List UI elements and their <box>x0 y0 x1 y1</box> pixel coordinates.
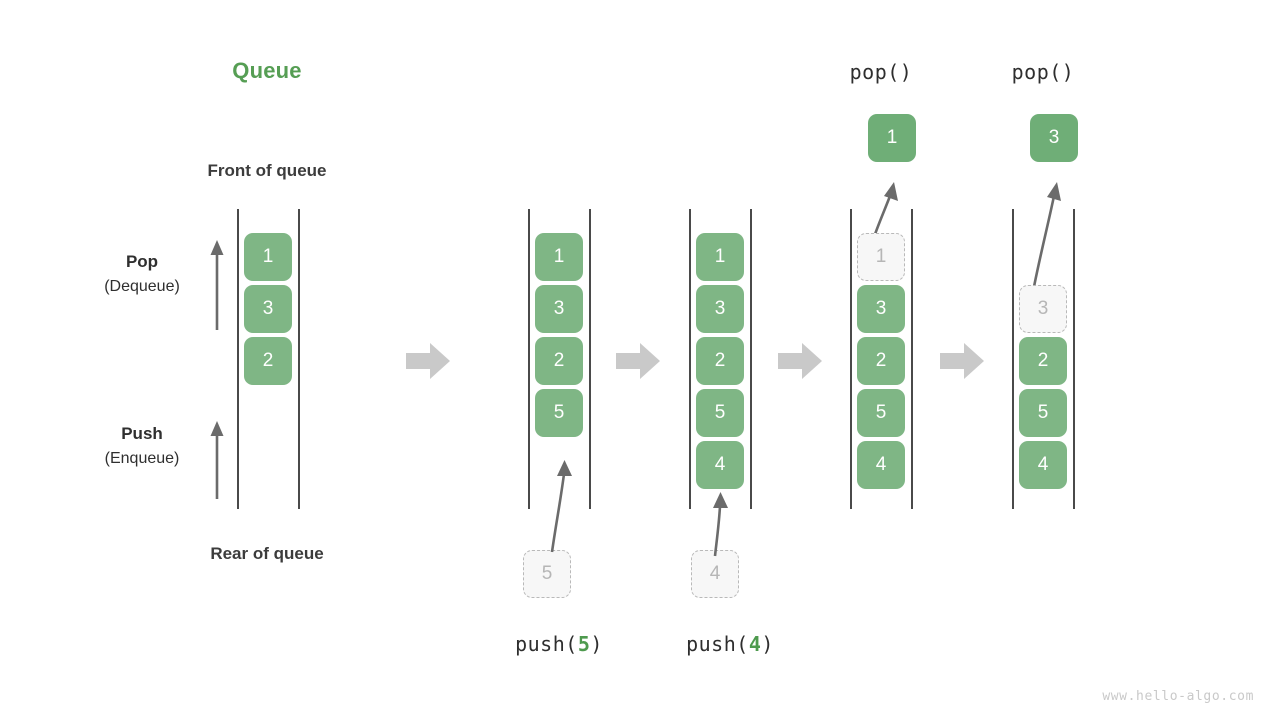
queue-cell[interactable]: 2 <box>535 337 583 385</box>
incoming-element-ghost[interactable]: 5 <box>523 550 571 598</box>
push-4-caption: push(4) <box>650 632 810 656</box>
push-arrow-icon <box>713 492 728 557</box>
queue-cell[interactable]: 4 <box>857 441 905 489</box>
queue-rail-left <box>850 209 852 509</box>
popped-element[interactable]: 1 <box>868 114 916 162</box>
step-arrow-2-icon <box>616 343 660 379</box>
incoming-element-ghost[interactable]: 4 <box>691 550 739 598</box>
push-5-caption: push(5) <box>479 632 639 656</box>
queue-cell[interactable]: 4 <box>696 441 744 489</box>
queue-rail-left <box>689 209 691 509</box>
push-direction-arrow-icon <box>210 421 224 499</box>
queue-rail-right <box>750 209 752 509</box>
queue-cell[interactable]: 3 <box>535 285 583 333</box>
pop-label-sub: (Dequeue) <box>104 278 180 295</box>
queue-cell-ghost[interactable]: 1 <box>857 233 905 281</box>
queue-cell[interactable]: 2 <box>1019 337 1067 385</box>
queue-rail-right <box>298 209 300 509</box>
queue-rail-right <box>589 209 591 509</box>
queue-cell[interactable]: 1 <box>244 233 292 281</box>
queue-rail-left <box>528 209 530 509</box>
queue-cell[interactable]: 5 <box>696 389 744 437</box>
push-label-main: Push <box>121 424 163 443</box>
front-of-queue-label: Front of queue <box>207 161 327 180</box>
push-arrow-icon <box>550 460 572 553</box>
caption-prefix: push( <box>515 632 578 656</box>
rear-of-queue-label: Rear of queue <box>210 544 324 563</box>
caption-suffix: ) <box>590 632 603 656</box>
step-arrow-1-icon <box>406 343 450 379</box>
queue-rail-left <box>1012 209 1014 509</box>
queue-rail-left <box>237 209 239 509</box>
watermark: www.hello-algo.com <box>1102 689 1254 704</box>
queue-cell[interactable]: 3 <box>696 285 744 333</box>
queue-rail-right <box>1073 209 1075 509</box>
pop-direction-arrow-icon <box>210 240 224 330</box>
caption-suffix: ) <box>761 632 774 656</box>
queue-cell[interactable]: 5 <box>857 389 905 437</box>
pop-1-heading: pop() <box>849 60 913 84</box>
queue-cell[interactable]: 2 <box>857 337 905 385</box>
queue-cell[interactable]: 5 <box>535 389 583 437</box>
pop-label-main: Pop <box>125 252 159 271</box>
queue-cell[interactable]: 3 <box>857 285 905 333</box>
queue-cell[interactable]: 5 <box>1019 389 1067 437</box>
caption-argument: 4 <box>748 632 762 656</box>
push-label-sub: (Enqueue) <box>104 450 180 467</box>
queue-cell[interactable]: 4 <box>1019 441 1067 489</box>
queue-cell[interactable]: 2 <box>696 337 744 385</box>
caption-prefix: push( <box>686 632 749 656</box>
pop-3-heading: pop() <box>1011 60 1075 84</box>
step-arrow-3-icon <box>778 343 822 379</box>
queue-cell[interactable]: 1 <box>535 233 583 281</box>
queue-cell[interactable]: 2 <box>244 337 292 385</box>
queue-cell[interactable]: 1 <box>696 233 744 281</box>
popped-element[interactable]: 3 <box>1030 114 1078 162</box>
push-operation-label: Push (Enqueue) <box>47 422 237 471</box>
queue-rail-right <box>911 209 913 509</box>
queue-cell-ghost[interactable]: 3 <box>1019 285 1067 333</box>
pop-operation-label: Pop (Dequeue) <box>47 250 237 299</box>
caption-argument: 5 <box>577 632 591 656</box>
step-arrow-4-icon <box>940 343 984 379</box>
queue-cell[interactable]: 3 <box>244 285 292 333</box>
page-title: Queue <box>232 58 302 83</box>
